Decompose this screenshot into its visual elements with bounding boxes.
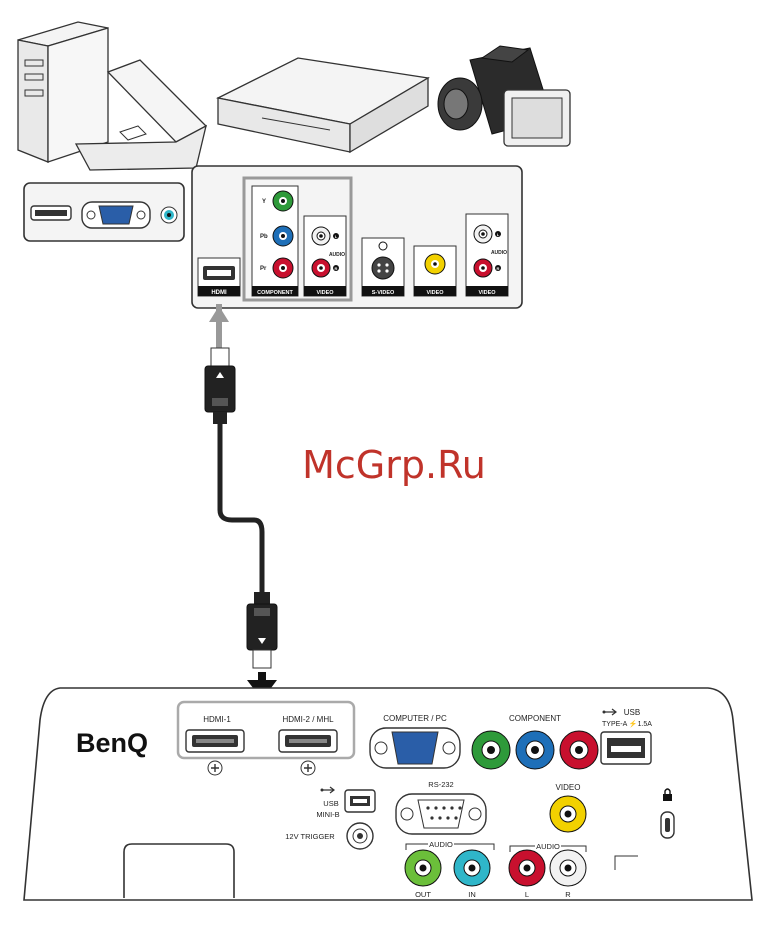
computer-pc-label: COMPUTER / PC (383, 714, 447, 723)
rs-232-port[interactable] (396, 794, 486, 834)
video-label-projector: VIDEO (556, 783, 581, 792)
component-pr-jack[interactable] (560, 731, 598, 769)
video-label-2: VIDEO (426, 290, 444, 296)
watermark-text: McGrp.Ru (302, 443, 486, 487)
usb-a-title: USB (624, 708, 640, 717)
hdmi-1-port[interactable] (186, 730, 244, 752)
out-label: OUT (415, 890, 431, 899)
camcorder-illustration (438, 46, 570, 146)
hdmi-cable (205, 304, 277, 700)
kensington-lock-slot[interactable] (661, 812, 674, 838)
vga-port[interactable] (370, 728, 460, 768)
r-label: R (335, 266, 338, 271)
hdmi-2-mhl-label: HDMI-2 / MHL (282, 715, 334, 724)
in-label: IN (468, 890, 476, 899)
component-label-projector: COMPONENT (509, 714, 561, 723)
desktop-computer-illustration (18, 22, 108, 162)
audio-out-jack[interactable] (405, 850, 441, 886)
usb-type-a-port[interactable] (601, 732, 651, 764)
r-label-projector: R (565, 890, 571, 899)
video-label: VIDEO (316, 290, 334, 296)
y-label: Y (262, 199, 266, 205)
l-label-projector: L (525, 890, 529, 899)
audio-in-jack[interactable] (454, 850, 490, 886)
rs-232-label: RS-232 (428, 780, 453, 789)
hdmi-port-label: HDMI (211, 290, 227, 296)
video-jack[interactable] (550, 796, 586, 832)
dvd-player-illustration (218, 58, 428, 152)
projector-rear-panel: BenQ HDMI-1 HDMI-2 / MHL COMPUTER / PC C… (24, 688, 752, 900)
hdmi-1-label: HDMI-1 (203, 715, 231, 724)
component-label: COMPONENT (257, 290, 293, 296)
pr-label: Pr (260, 266, 267, 272)
audio-label-2: AUDIO (491, 250, 507, 256)
audio-l-jack[interactable] (509, 850, 545, 886)
audio-out-in-label: AUDIO (429, 840, 453, 849)
pc-port-panel (24, 183, 184, 241)
benq-logo: BenQ (76, 728, 148, 758)
usb-mini-label-1: USB (323, 799, 338, 808)
usb-a-sub: TYPE-A ⚡1.5A (602, 719, 652, 728)
screw-icon (208, 761, 222, 775)
audio-lr-label: AUDIO (536, 842, 560, 851)
audio-r-jack[interactable] (550, 850, 586, 886)
hdmi-2-mhl-port[interactable] (279, 730, 337, 752)
r-label-2: R (497, 266, 500, 271)
screw-icon (301, 761, 315, 775)
s-video-label: S-VIDEO (372, 290, 395, 296)
pb-label: Pb (260, 234, 268, 240)
av-source-panel: HDMI Y Pb Pr COMPONENT L R AUDIO VIDEO S… (192, 166, 522, 308)
usb-mini-label-2: MINI-B (316, 810, 339, 819)
12v-trigger-jack[interactable] (347, 823, 373, 849)
component-pb-jack[interactable] (516, 731, 554, 769)
usb-mini-b-port[interactable] (345, 790, 375, 812)
video-label-3: VIDEO (478, 290, 496, 296)
audio-label: AUDIO (329, 252, 345, 258)
12v-trigger-label: 12V TRIGGER (285, 832, 335, 841)
component-y-jack[interactable] (472, 731, 510, 769)
